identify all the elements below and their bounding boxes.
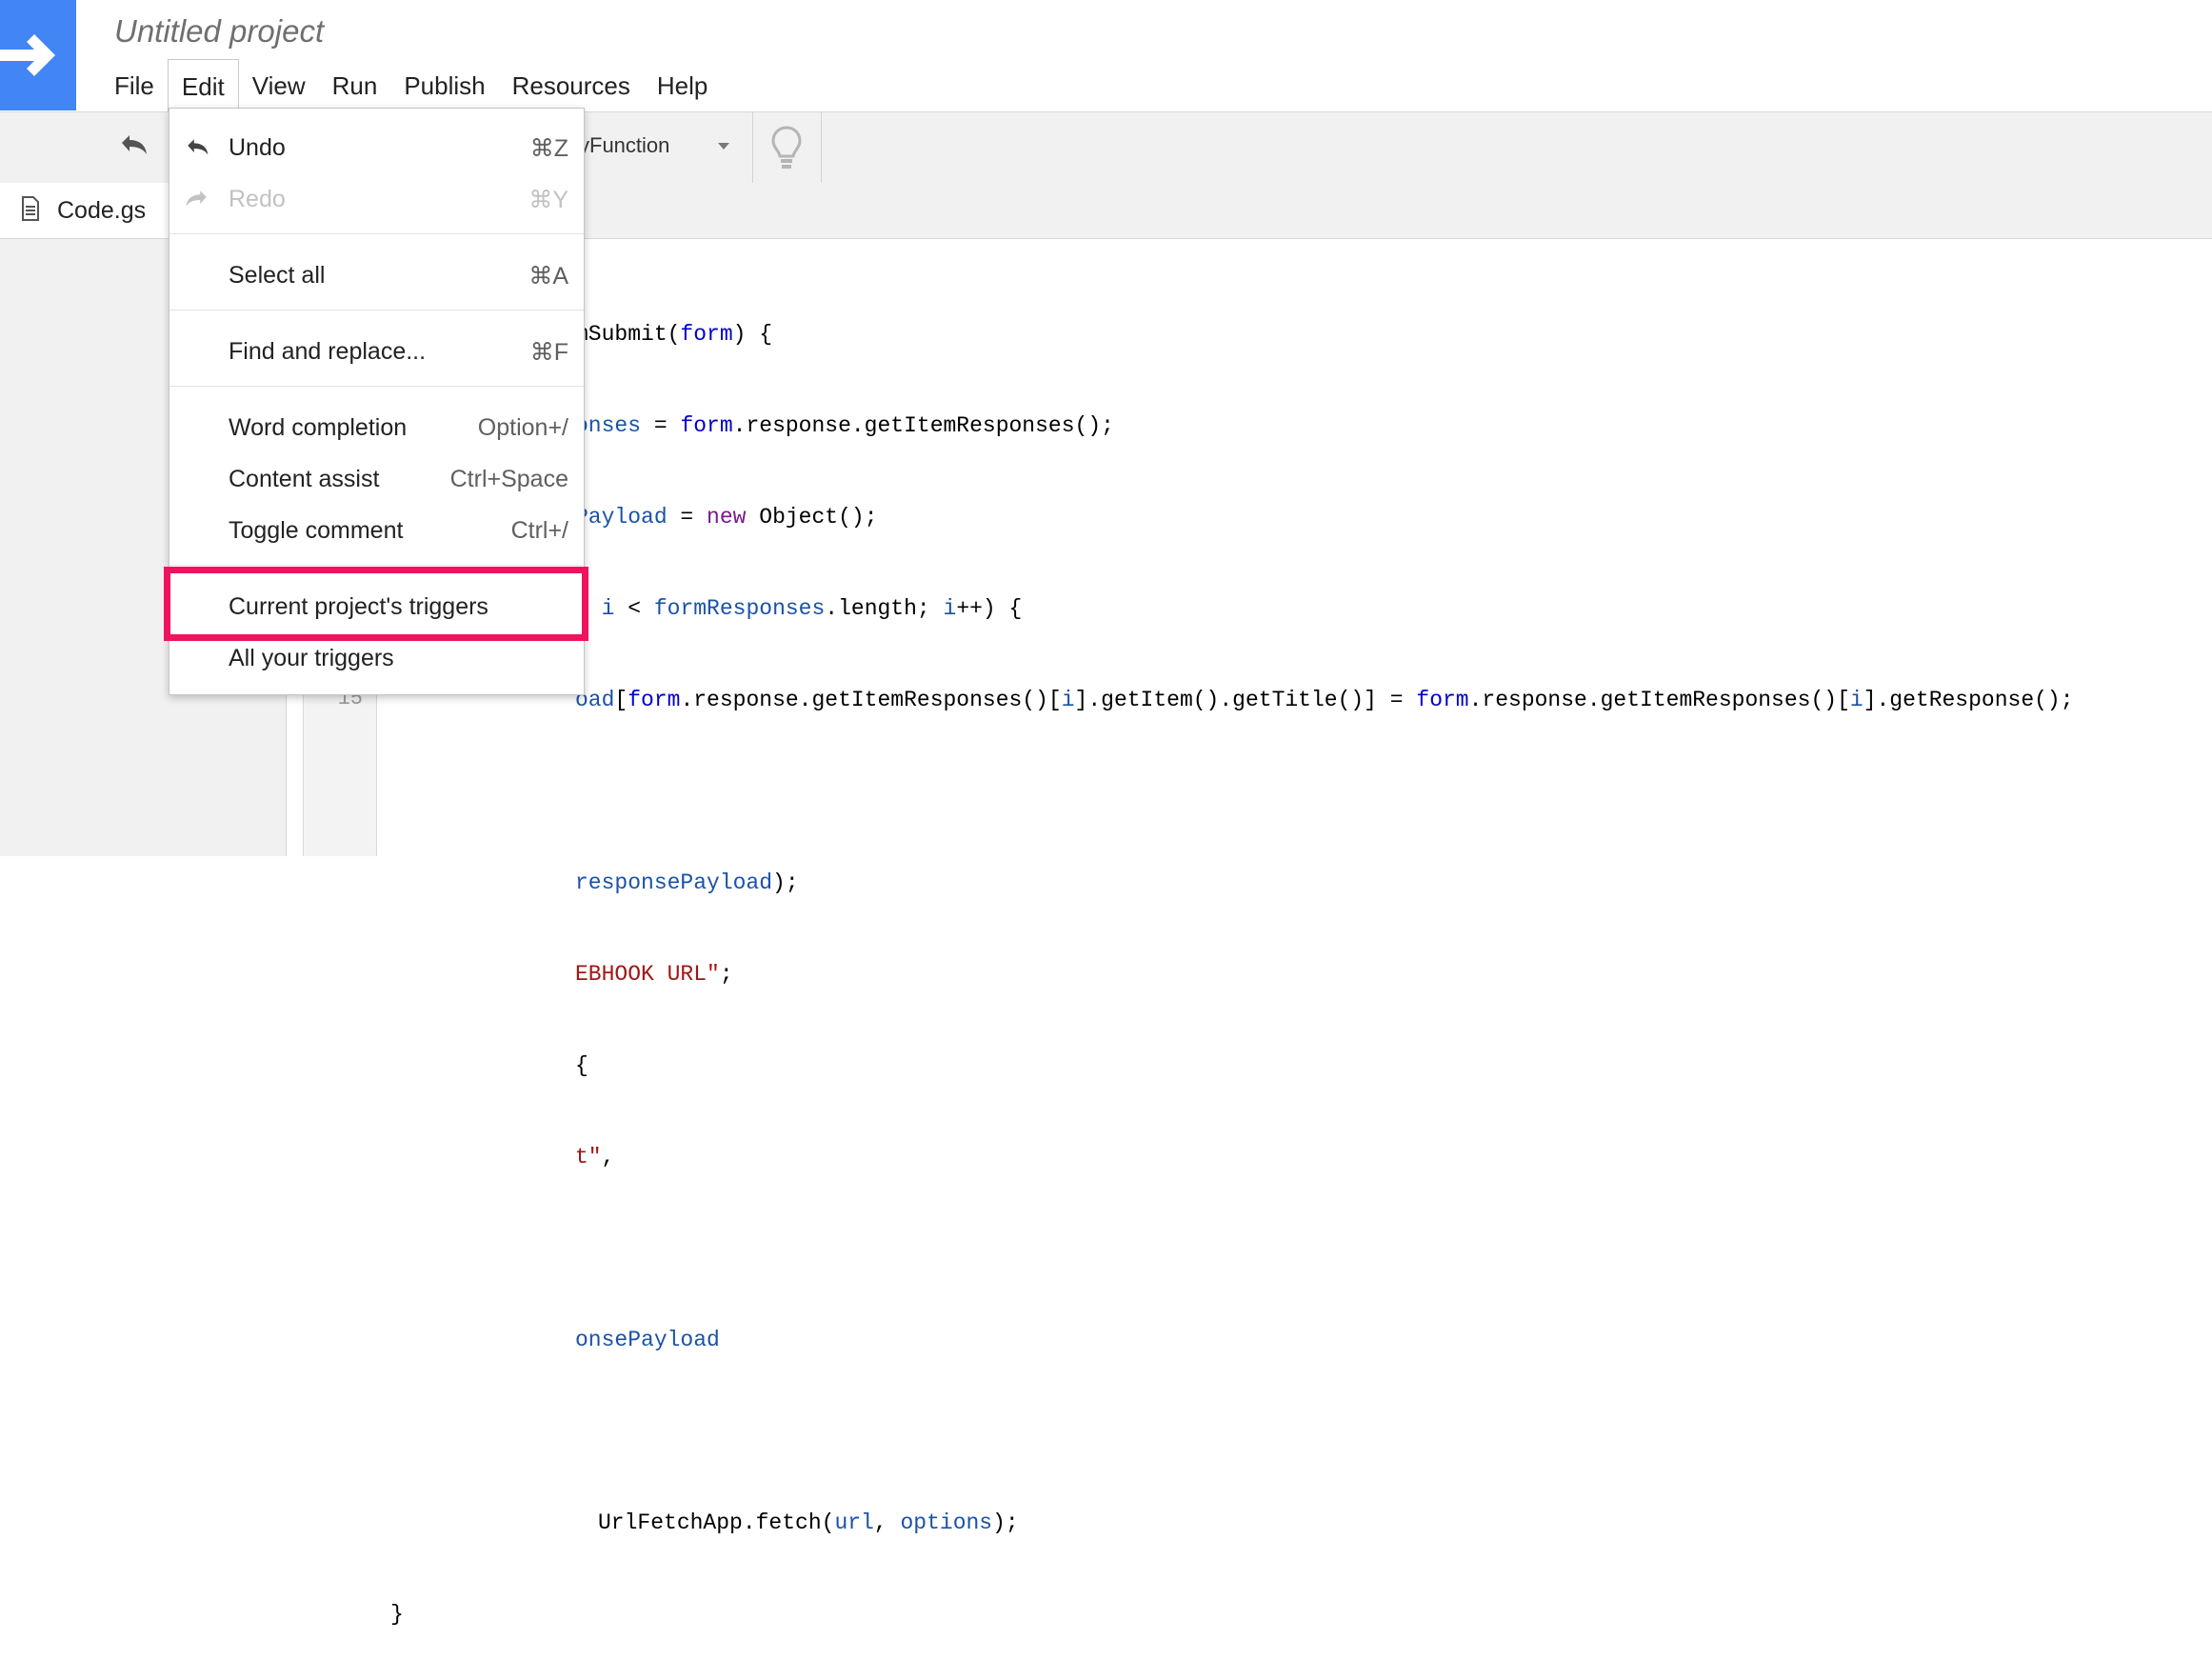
menu-item-shortcut: Ctrl+/ (510, 517, 568, 544)
lightbulb-icon[interactable] (769, 124, 804, 171)
menu-item-shortcut: ⌘F (529, 339, 568, 366)
menu-publish[interactable]: Publish (404, 71, 486, 100)
code-line: onses = form.response.getItemResponses()… (575, 413, 1114, 438)
menu-item-label: All your triggers (229, 645, 394, 671)
menu-file[interactable]: File (114, 71, 154, 100)
code-line: t", (575, 1145, 615, 1170)
menu-item-shortcut: ⌘Z (529, 135, 568, 162)
project-title[interactable]: Untitled project (114, 13, 325, 49)
edit-menu-dropdown: Undo ⌘Z Redo ⌘Y Select all ⌘A Find and r… (169, 108, 585, 695)
menu-divider (169, 233, 584, 234)
code-line: UrlFetchApp.fetch(url, options); (598, 1510, 1019, 1535)
code-line: ; i < formResponses.length; i++) { (575, 596, 1023, 621)
menu-item-select-all[interactable]: Select all ⌘A (169, 250, 584, 300)
menu-item-label: Select all (229, 262, 326, 289)
toolbar-divider (821, 112, 822, 183)
code-line: EBHOOK URL"; (575, 962, 733, 987)
menu-item-all-triggers[interactable]: All your triggers (169, 633, 584, 683)
code-line: onsePayload (575, 1328, 720, 1352)
menu-item-label: Word completion (229, 414, 408, 441)
code-line (390, 776, 2074, 807)
menubar: File Edit View Run Publish Resources Hel… (101, 59, 721, 113)
code-line: mSubmit(form) { (575, 322, 773, 347)
redo-icon (186, 190, 207, 207)
code-line (390, 1416, 2074, 1447)
menu-help[interactable]: Help (656, 71, 708, 100)
function-select[interactable]: yFunction (579, 133, 670, 157)
document-icon (22, 196, 39, 221)
menu-item-shortcut: Option+/ (477, 414, 568, 441)
code-editor[interactable]: mSubmit(form) { onses = form.response.ge… (390, 258, 2074, 1660)
menu-view[interactable]: View (251, 71, 306, 100)
file-tab-label: Code.gs (57, 197, 147, 224)
menu-item-label: Content assist (229, 466, 380, 492)
menu-item-word-completion[interactable]: Word completion Option+/ (169, 403, 584, 452)
caret-down-icon[interactable] (716, 141, 731, 150)
menu-item-toggle-comment[interactable]: Toggle comment Ctrl+/ (169, 506, 584, 555)
menu-item-undo[interactable]: Undo ⌘Z (169, 123, 584, 172)
menu-item-label: Find and replace... (229, 338, 427, 365)
apps-script-logo[interactable] (0, 0, 76, 110)
menu-item-find-replace[interactable]: Find and replace... ⌘F (169, 327, 584, 376)
menu-run[interactable]: Run (331, 71, 378, 100)
code-line: Payload = new Object(); (575, 505, 878, 530)
code-line: oad[form.response.getItemResponses()[i].… (575, 688, 2074, 712)
file-tab-code-gs[interactable]: Code.gs (0, 183, 172, 238)
code-line: { (575, 1053, 588, 1078)
menu-item-label: Redo (229, 186, 286, 212)
menu-item-shortcut: Ctrl+Space (449, 466, 568, 492)
undo-icon (188, 139, 209, 155)
toolbar-divider (752, 112, 753, 183)
code-line: } (390, 1602, 404, 1627)
code-line (390, 1233, 2074, 1264)
menu-item-shortcut: ⌘Y (528, 187, 568, 213)
menu-edit[interactable]: Edit (167, 59, 239, 113)
menu-item-redo[interactable]: Redo ⌘Y (169, 174, 584, 224)
code-line: responsePayload); (575, 870, 799, 895)
menu-item-shortcut: ⌘A (528, 263, 568, 290)
menu-item-label: Undo (229, 134, 286, 161)
menu-item-label: Current project's triggers (229, 593, 488, 620)
menu-divider (169, 386, 584, 387)
arrow-right-icon (0, 34, 55, 76)
menu-item-content-assist[interactable]: Content assist Ctrl+Space (169, 454, 584, 504)
menu-resources[interactable]: Resources (511, 71, 630, 100)
menu-item-label: Toggle comment (229, 517, 404, 544)
menu-item-current-triggers[interactable]: Current project's triggers (169, 582, 584, 631)
highlight-box (164, 567, 588, 641)
undo-icon[interactable] (116, 131, 150, 162)
menu-divider (169, 565, 584, 566)
